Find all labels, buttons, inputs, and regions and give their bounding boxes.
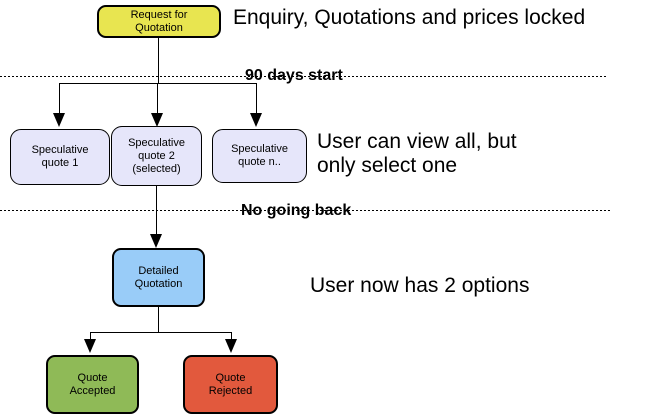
arrowhead-down-icon xyxy=(250,113,262,127)
enquiry-annotation: Enquiry, Quotations and prices locked xyxy=(233,6,586,29)
branch-stem-rejected xyxy=(231,332,232,339)
speculative-quote-1-node: Speculative quote 1 xyxy=(10,129,110,185)
branch-stem-right xyxy=(256,83,257,114)
branch-bar-bottom xyxy=(90,332,232,333)
request-for-quotation-node: Request for Quotation xyxy=(97,5,221,38)
branch-stem-accepted xyxy=(90,332,91,339)
connector-request-to-branch xyxy=(158,38,159,83)
arrowhead-down-icon xyxy=(225,339,237,353)
view-all-annotation: User can view all, but only select one xyxy=(317,130,517,177)
branch-stem-middle xyxy=(157,83,158,114)
speculative-quote-2-node: Speculative quote 2 (selected) xyxy=(111,126,202,186)
detailed-quotation-node: Detailed Quotation xyxy=(112,248,205,307)
two-options-annotation: User now has 2 options xyxy=(310,274,530,297)
connector-detailed-to-branch xyxy=(158,307,159,332)
arrowhead-down-icon xyxy=(150,234,162,248)
divider-90-days-line xyxy=(0,76,608,77)
branch-stem-left xyxy=(59,83,60,114)
branch-bar-top xyxy=(59,83,257,84)
divider-no-going-back-label: No going back xyxy=(241,202,352,219)
divider-90-days-label: 90 days start xyxy=(245,67,343,84)
speculative-quote-n-node: Speculative quote n.. xyxy=(212,129,307,183)
quote-accepted-node: Quote Accepted xyxy=(46,355,139,414)
quote-rejected-node: Quote Rejected xyxy=(183,355,278,414)
arrowhead-down-icon xyxy=(53,113,65,127)
arrowhead-down-icon xyxy=(84,339,96,353)
arrowhead-down-icon xyxy=(151,113,163,127)
divider-no-going-back-line xyxy=(0,210,610,211)
